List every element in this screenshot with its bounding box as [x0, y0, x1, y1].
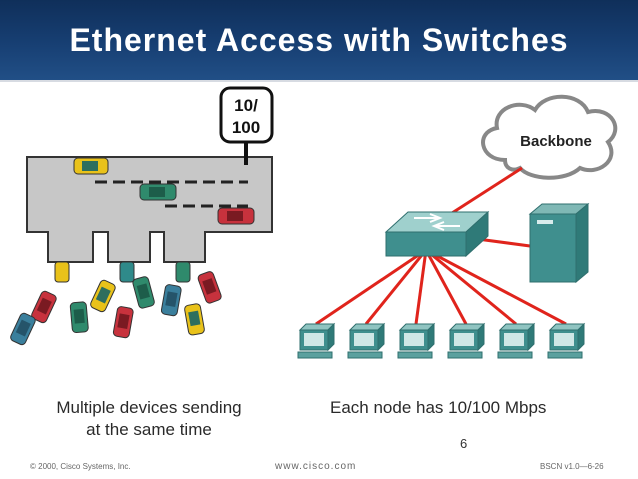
footer-url: www.cisco.com: [275, 461, 357, 472]
road-analogy: 10/ 100: [10, 86, 274, 346]
switched-network: Backbone: [297, 94, 618, 359]
title-bar: Ethernet Access with Switches: [0, 0, 638, 80]
backbone-cloud-icon: Backbone: [481, 94, 618, 180]
backbone-label: Backbone: [520, 133, 592, 150]
car-yellow-icon: [90, 279, 116, 313]
left-caption-line1: Multiple devices sending: [56, 398, 242, 417]
car-green-icon: [132, 276, 155, 309]
car-yellow-icon: [54, 261, 70, 283]
car-red-icon: [217, 207, 255, 225]
car-red-icon: [112, 306, 134, 339]
car-yellow-icon: [73, 157, 109, 175]
footer-course-code: BSCN v1.0—6-26: [540, 462, 604, 471]
left-caption: Multiple devices sending at the same tim…: [39, 397, 259, 441]
slide-title: Ethernet Access with Switches: [69, 22, 569, 58]
footer-copyright: © 2000, Cisco Systems, Inc.: [30, 462, 131, 471]
workstation-link: [424, 249, 468, 325]
right-caption: Each node has 10/100 Mbps: [330, 398, 547, 417]
network-links: [315, 166, 567, 326]
workstation-link: [414, 249, 428, 325]
workstation-link: [425, 248, 567, 326]
car-green-icon: [175, 261, 191, 283]
speed-limit-sign: 10/ 100: [219, 86, 274, 165]
workstation-icon: [497, 322, 536, 359]
workstation-link: [315, 248, 427, 326]
workstation-link: [364, 249, 428, 325]
page-number: 6: [460, 436, 468, 451]
workstations: [297, 322, 586, 359]
workstation-icon: [347, 322, 386, 359]
car-teal-icon: [10, 312, 36, 346]
car-green-icon: [69, 301, 89, 334]
server-icon: [528, 202, 590, 284]
car-red-icon: [31, 290, 57, 324]
left-caption-line2: at the same time: [86, 420, 212, 439]
workstation-icon: [447, 322, 486, 359]
workstation-link: [425, 248, 517, 326]
car-green-icon: [139, 183, 177, 201]
diagram-canvas: 10/ 100 Backbone: [10, 86, 618, 359]
workstation-icon: [547, 322, 586, 359]
speed-sign-text-line1: 10/: [234, 96, 258, 115]
workstation-icon: [397, 322, 436, 359]
workstation-icon: [297, 322, 336, 359]
switch-icon: [384, 210, 490, 258]
title-divider: [0, 80, 638, 82]
car-yellow-icon: [184, 303, 205, 336]
speed-sign-text-line2: 100: [232, 118, 260, 137]
car-red-icon: [197, 271, 222, 304]
car-teal-icon: [160, 284, 182, 317]
footer: © 2000, Cisco Systems, Inc. www.cisco.co…: [0, 458, 638, 479]
car-teal-icon: [119, 261, 135, 283]
